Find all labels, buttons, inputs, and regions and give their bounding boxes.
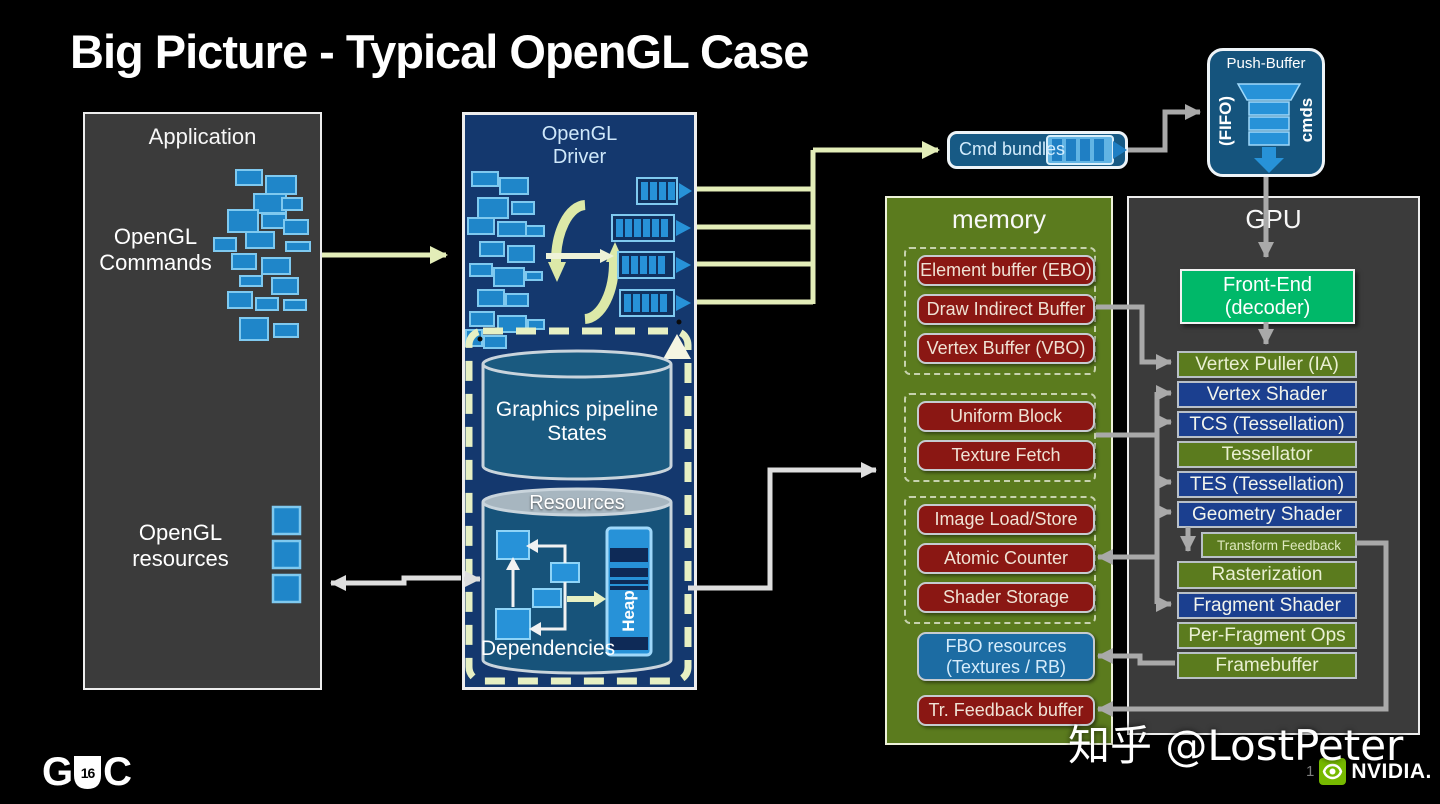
uniform-block-item: Uniform Block — [917, 401, 1095, 432]
memory-group-geometry — [904, 247, 1096, 375]
gdc-letter-g: G — [42, 750, 73, 794]
stage-vertex-shader: Vertex Shader — [1177, 381, 1357, 408]
opengl-driver-title: OpenGL Driver — [541, 123, 618, 168]
cmds-label: cmds — [1297, 97, 1316, 143]
stage-tcs: TCS (Tessellation) — [1177, 411, 1357, 438]
atomic-counter-item: Atomic Counter — [917, 543, 1095, 574]
nvidia-wordmark: NVIDIA. — [1351, 759, 1432, 783]
stage-rasterization: Rasterization — [1177, 561, 1357, 589]
resources-label: Resources — [529, 492, 625, 514]
pipeline-states-label: Graphics pipeline States — [495, 398, 659, 445]
opengl-resources-label: OpenGL resources — [132, 520, 229, 571]
slide-title: Big Picture - Typical OpenGL Case — [70, 25, 809, 78]
gdc-year-text: 16 — [81, 765, 96, 781]
gdc-logo: G 16 C — [42, 750, 132, 795]
stage-tessellator: Tessellator — [1177, 441, 1357, 468]
dependencies-label: Dependencies — [480, 637, 616, 660]
gdc-16-badge: 16 — [73, 755, 102, 791]
memory-title: memory — [952, 204, 1046, 234]
stage-tes: TES (Tessellation) — [1177, 471, 1357, 498]
memory-box: memory Element buffer (EBO) Draw Indirec… — [885, 196, 1113, 745]
application-box: Application — [83, 112, 322, 690]
opengl-commands-label: OpenGL Commands — [99, 224, 212, 275]
stage-transform-feedback: Transform Feedback — [1201, 532, 1357, 558]
page-number: 1 — [1306, 763, 1315, 780]
gdc-letter-c: C — [103, 750, 132, 794]
vertex-buffer-item: Vertex Buffer (VBO) — [917, 333, 1095, 364]
watermark: 知乎 @LostPeter — [1068, 721, 1404, 770]
nvidia-footer: 1 NVIDIA. — [1306, 758, 1432, 785]
stage-vertex-puller: Vertex Puller (IA) — [1177, 351, 1357, 378]
stage-geometry-shader: Geometry Shader — [1177, 501, 1357, 528]
element-buffer-item: Element buffer (EBO) — [917, 255, 1095, 286]
stage-per-fragment-ops: Per-Fragment Ops — [1177, 622, 1357, 649]
front-end-stage: Front-End (decoder) — [1180, 269, 1355, 324]
draw-indirect-item: Draw Indirect Buffer — [917, 294, 1095, 325]
stage-framebuffer: Framebuffer — [1177, 652, 1357, 679]
memory-group-storage — [904, 496, 1096, 624]
image-load-store-item: Image Load/Store — [917, 504, 1095, 535]
gpu-box: GPU Front-End (decoder) Vertex Puller (I… — [1127, 196, 1420, 735]
application-title: Application — [148, 124, 257, 149]
fifo-label: (FIFO) — [1216, 95, 1235, 147]
shader-storage-item: Shader Storage — [917, 582, 1095, 613]
memory-group-shading — [904, 393, 1096, 482]
nvidia-eye-icon — [1319, 758, 1347, 785]
push-buffer-title: Push-Buffer — [1226, 55, 1306, 72]
gpu-title: GPU — [1245, 204, 1302, 234]
texture-fetch-item: Texture Fetch — [917, 440, 1095, 471]
fbo-resources-item: FBO resources (Textures / RB) — [917, 632, 1095, 681]
heap-label: Heap — [619, 590, 638, 632]
tr-feedback-buffer-item: Tr. Feedback buffer — [917, 695, 1095, 726]
stage-fragment-shader: Fragment Shader — [1177, 592, 1357, 619]
cmd-bundles-label: Cmd bundles — [959, 139, 1066, 159]
